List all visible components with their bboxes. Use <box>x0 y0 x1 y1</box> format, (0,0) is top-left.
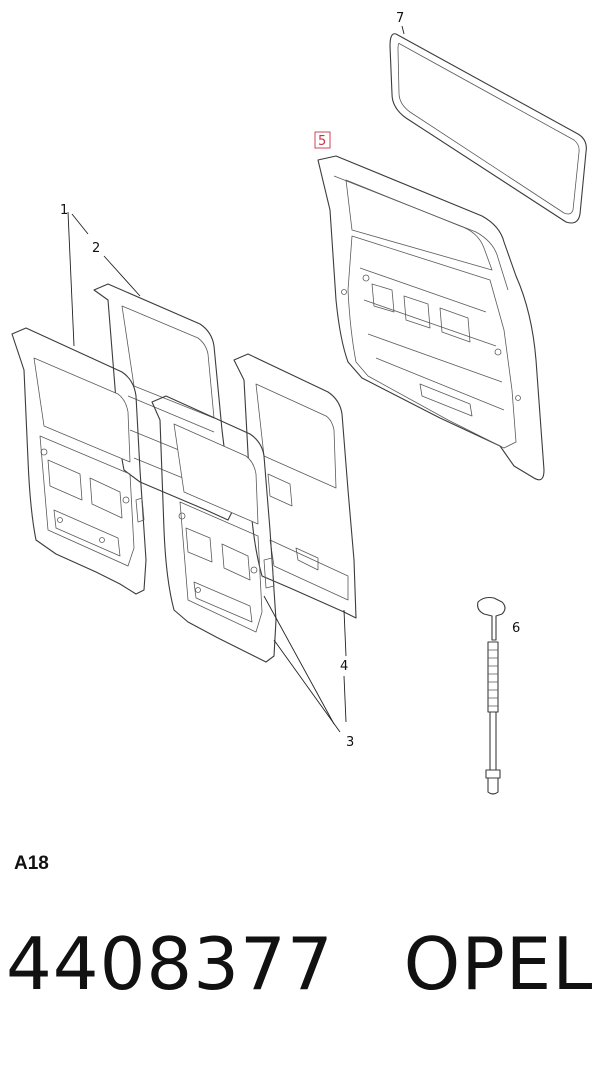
callout-3[interactable]: 3 <box>346 735 354 750</box>
callout-5-highlight-box <box>314 131 331 149</box>
callout-4[interactable]: 4 <box>340 659 348 674</box>
part-number: 4408377 <box>6 922 334 1006</box>
callout-6[interactable]: 6 <box>512 621 520 636</box>
window-seal-part-7[interactable] <box>389 33 587 224</box>
callout-7[interactable]: 7 <box>396 11 404 26</box>
callout-2[interactable]: 2 <box>92 241 100 256</box>
brand-name: OPEL <box>403 922 594 1006</box>
gas-strut-part-6[interactable] <box>477 596 506 795</box>
right-door-part-3[interactable] <box>151 395 277 663</box>
left-door-part-1[interactable] <box>11 327 147 595</box>
callout-5[interactable]: 5 <box>318 134 326 149</box>
callout-1[interactable]: 1 <box>60 203 68 218</box>
leader-lines <box>67 25 405 733</box>
section-code: A18 <box>14 853 49 874</box>
tailgate-part-5[interactable] <box>317 155 545 481</box>
